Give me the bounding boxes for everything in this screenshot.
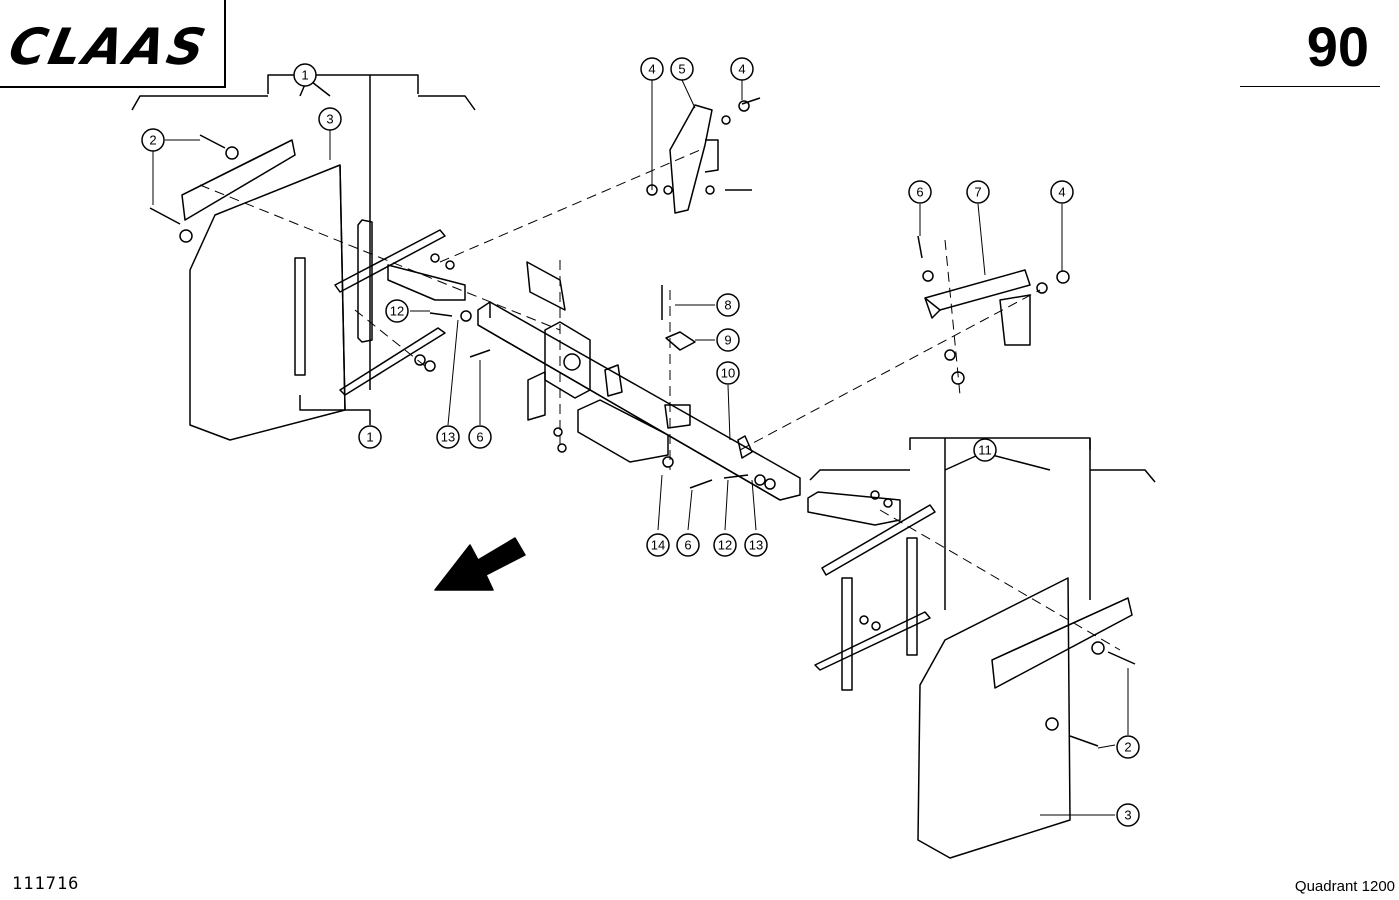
callout-number: 3 [326, 112, 333, 127]
callout-number: 3 [1124, 808, 1131, 823]
callout-bubble [713, 533, 737, 557]
callout-bubble [716, 293, 740, 317]
travel-direction-arrow-icon [434, 537, 526, 591]
callout-number: 2 [149, 133, 156, 148]
callout-numbers: 1 1 2 2 3 4 5 4 6 7 4 12 13 6 8 9 10 11 … [149, 62, 1131, 823]
callout-number: 4 [648, 62, 655, 77]
callout-bubbles [141, 57, 1140, 827]
group-bracket-1-top [131, 74, 476, 390]
callout-bubble [730, 57, 754, 81]
callout-number: 13 [749, 538, 763, 553]
callout-bubble [318, 107, 342, 131]
callout-bubble [358, 425, 382, 449]
callout-bubble [716, 361, 740, 385]
bracket-part-7 [924, 269, 1031, 346]
callout-number: 14 [651, 538, 665, 553]
right-frame-bars [807, 491, 936, 691]
callout-number: 11 [978, 443, 992, 458]
group-bracket-11-top [809, 437, 1156, 610]
callout-number: 5 [678, 62, 685, 77]
callout-bubble [1116, 735, 1140, 759]
callout-number: 12 [390, 304, 404, 319]
callout-number: 2 [1124, 740, 1131, 755]
callout-number: 6 [684, 538, 691, 553]
callout-bubble [141, 128, 165, 152]
callout-bubble [973, 438, 997, 462]
right-side-plate [917, 577, 1071, 859]
callout-bubble [468, 425, 492, 449]
callout-bubble [716, 328, 740, 352]
callout-bubble [640, 57, 664, 81]
callout-number: 10 [721, 366, 735, 381]
callout-number: 13 [441, 430, 455, 445]
callout-number: 6 [916, 185, 923, 200]
left-frame-bars [294, 219, 466, 396]
callout-bubble [744, 533, 768, 557]
callout-bubble [293, 63, 317, 87]
bracket-part-5 [669, 104, 719, 214]
callout-number: 1 [366, 430, 373, 445]
callout-number: 8 [724, 298, 731, 313]
left-side-plate [189, 164, 346, 441]
callout-number: 7 [974, 185, 981, 200]
callout-bubble [908, 180, 932, 204]
callout-number: 12 [718, 538, 732, 553]
group-bracket-1-bottom [299, 395, 371, 425]
left-angle-strip [181, 139, 296, 221]
fasteners [149, 97, 1136, 747]
callout-bubble [1116, 803, 1140, 827]
callout-bubble [1050, 180, 1074, 204]
callout-bubble [436, 425, 460, 449]
alignment-lines [199, 149, 1121, 651]
callout-bubble [670, 57, 694, 81]
right-angle-strip [991, 597, 1133, 689]
drawing-id: 111716 [12, 874, 80, 894]
callout-bubble [385, 299, 409, 323]
callout-number: 1 [301, 68, 308, 83]
header-rule [1240, 86, 1380, 87]
callout-number: 4 [738, 62, 745, 77]
callout-bubble [646, 533, 670, 557]
callout-bubble [966, 180, 990, 204]
callout-number: 4 [1058, 185, 1065, 200]
brand-box: CLAAS [0, 0, 226, 88]
callout-bubble [676, 533, 700, 557]
machine-model: Quadrant 1200 [1294, 878, 1395, 895]
callout-number: 9 [724, 333, 731, 348]
center-upright-mount [526, 261, 753, 463]
callout-number: 6 [476, 430, 483, 445]
central-beam [477, 301, 801, 501]
callout-leaders [152, 79, 1129, 816]
page-number: 90 [1306, 15, 1369, 78]
